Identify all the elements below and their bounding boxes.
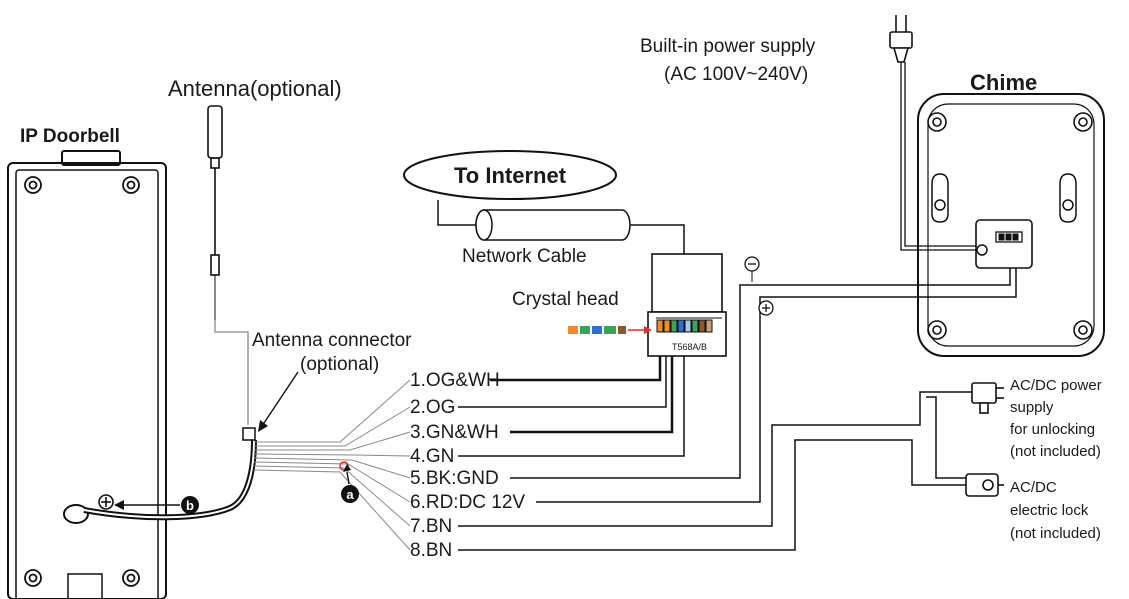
ac-supply-text: AC/DC power supply for unlocking (not in… — [1010, 377, 1102, 460]
wire-fan — [253, 379, 411, 551]
ac-supply-line-2: supply — [1010, 399, 1054, 416]
wire-6-label: 6.RD:DC 12V — [410, 492, 525, 513]
lock-text: AC/DC electric lock (not included) — [1010, 479, 1101, 542]
lock-line-1: AC/DC — [1010, 479, 1057, 496]
marker-a: a — [346, 487, 354, 502]
antenna-wire — [214, 320, 249, 425]
antenna-connector — [242, 427, 256, 441]
cable-to-crystal-head — [630, 224, 685, 254]
t568-label: T568A/B — [672, 342, 707, 352]
to-internet-label: To Internet — [454, 163, 567, 188]
color-code-strip — [568, 326, 652, 334]
antenna-label: Antenna(optional) — [168, 76, 342, 101]
antenna-connector-label-2: (optional) — [300, 354, 379, 375]
chime-device — [917, 93, 1105, 357]
ac-adapter-icon — [971, 382, 1004, 414]
wire-4-label: 4.GN — [410, 446, 454, 467]
ip-doorbell-label: IP Doorbell — [20, 126, 120, 147]
chime-label: Chime — [970, 70, 1037, 95]
marker-b: b — [186, 498, 194, 513]
power-cord — [900, 62, 976, 251]
cable-grommet — [63, 504, 89, 524]
wires-to-crystal-head — [458, 356, 685, 457]
ac-supply-line-1: AC/DC power — [1010, 377, 1102, 394]
wire-8-label: 8.BN — [410, 540, 452, 561]
lock-side-wires — [926, 396, 972, 479]
antenna-connector-arrow — [261, 371, 299, 427]
ac-supply-line-3: for unlocking — [1010, 421, 1095, 438]
wire-2-label: 2.OG — [410, 397, 455, 418]
ip-doorbell-device — [7, 150, 167, 599]
crystal-head-connector — [647, 253, 727, 357]
crystal-head-label: Crystal head — [512, 289, 619, 310]
chime-screws — [927, 112, 1093, 340]
to-internet-bubble — [403, 150, 617, 200]
marker-b-arrow: b — [114, 496, 199, 514]
power-plug-icon — [889, 15, 913, 63]
power-supply-label-1: Built-in power supply — [640, 36, 816, 57]
chime-terminal-box — [975, 219, 1033, 269]
antenna-icon — [207, 105, 223, 320]
doorbell-screws — [24, 176, 140, 587]
power-supply-label-2: (AC 100V~240V) — [664, 64, 808, 85]
wire-1-label: 1.OG&WH — [410, 370, 500, 391]
chime-power-port — [976, 244, 988, 256]
wire-labels: 1.OG&WH 2.OG 3.GN&WH 4.GN 5.BK:GND 6.RD:… — [410, 370, 525, 561]
chime-power-wires — [510, 245, 1017, 503]
cable-to-internet — [437, 200, 476, 226]
chime-keyholes — [931, 173, 1077, 223]
ac-supply-line-4: (not included) — [1010, 443, 1101, 460]
wire-3-label: 3.GN&WH — [410, 422, 499, 443]
antenna-connector-label-1: Antenna connector — [252, 330, 412, 351]
wire-5-label: 5.BK:GND — [410, 468, 499, 489]
crystal-head-pins — [656, 319, 713, 333]
network-cable-label: Network Cable — [462, 246, 587, 267]
wire-7-label: 7.BN — [410, 516, 452, 537]
lock-wires — [458, 391, 972, 551]
network-cable — [475, 209, 631, 241]
electric-lock-icon — [965, 473, 1004, 497]
polarity-marks — [744, 256, 774, 316]
lock-line-3: (not included) — [1010, 525, 1101, 542]
lock-line-2: electric lock — [1010, 502, 1089, 519]
reset-screw — [98, 494, 114, 510]
